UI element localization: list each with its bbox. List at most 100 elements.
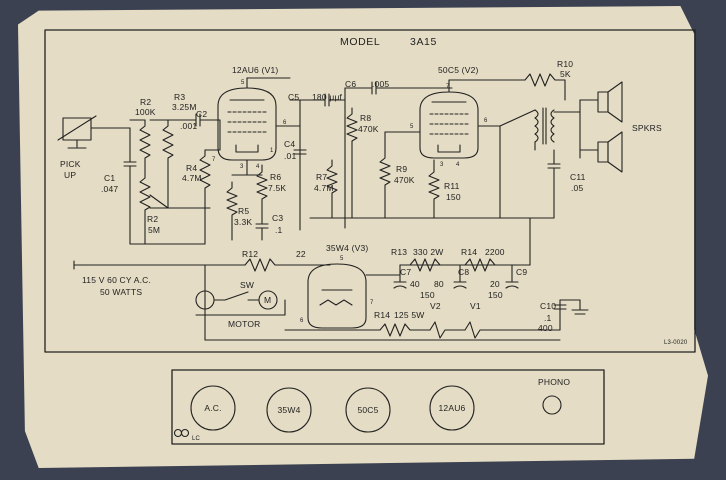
- c11-value: .05: [571, 183, 584, 193]
- model-label: MODEL: [340, 36, 381, 48]
- panel-tube-ac: A.C.: [204, 403, 222, 413]
- c1-value: .047: [101, 184, 119, 194]
- v3-tube: [307, 263, 367, 329]
- r10-label: R10: [557, 59, 574, 69]
- r4-resistor: [199, 149, 211, 245]
- c11-label: C11: [570, 172, 586, 182]
- r12-value: 22: [296, 249, 306, 259]
- heater-v2-icon: [429, 321, 466, 339]
- c9-capacitor: [505, 281, 519, 289]
- v3-pin-7: 7: [370, 300, 374, 306]
- r2-bot-value: 5M: [148, 225, 161, 235]
- v2-pin-7: 7: [446, 84, 450, 90]
- c4-label: C4: [284, 139, 296, 149]
- r13-value: 330 2W: [413, 247, 444, 257]
- switch-icon: [224, 291, 249, 301]
- c1-label: C1: [104, 173, 116, 183]
- v2-pin-6: 6: [484, 118, 488, 124]
- c9-voltage: 150: [488, 290, 503, 300]
- r2-top-resistor: [139, 119, 151, 163]
- c2-label: C2: [196, 109, 208, 119]
- c9-label: C9: [516, 267, 528, 277]
- layout-panel: [171, 369, 605, 445]
- r8-value: 470K: [358, 124, 379, 134]
- schematic-paper: [18, 6, 708, 468]
- c4-value: .01: [284, 151, 297, 161]
- c4-capacitor: [293, 149, 307, 155]
- r2-bot-label: R2: [147, 214, 159, 224]
- r10-value: 5K: [560, 69, 571, 79]
- r3-label: R3: [174, 92, 186, 102]
- c8-capacitor: [453, 281, 467, 289]
- r10-resistor: [524, 73, 566, 87]
- motor-m-label: M: [264, 295, 272, 305]
- c3-label: C3: [272, 213, 284, 223]
- speaker-icon-top: [597, 81, 623, 123]
- c10-label: C10: [540, 301, 557, 311]
- r14-125-resistor: [379, 323, 431, 337]
- phono-jack-icon: [542, 395, 562, 415]
- panel-tube-35w4: 35W4: [277, 405, 301, 415]
- r4-value: 4.7M: [182, 173, 202, 183]
- power-plug-icon: [73, 260, 81, 270]
- speaker-icon-bottom: [597, 131, 623, 173]
- r4-label: R4: [186, 163, 198, 173]
- r7-label: R7: [316, 172, 328, 182]
- r9-value: 470K: [394, 175, 415, 185]
- r12-resistor: [244, 258, 331, 272]
- catalog-number: L3-0020: [664, 340, 688, 346]
- r6-resistor: [256, 164, 268, 216]
- r9-resistor: [379, 151, 391, 219]
- c3-value: .1: [275, 225, 283, 235]
- v1-pin-3: 3: [240, 164, 244, 170]
- model-number: 3A15: [410, 36, 437, 48]
- r8-resistor: [346, 107, 358, 219]
- c11-capacitor: [547, 163, 561, 169]
- v2-pin-3: 3: [440, 162, 444, 168]
- panel-tube-50c5: 50C5: [357, 405, 379, 415]
- r7-resistor: [326, 159, 338, 219]
- r9-label: R9: [396, 164, 408, 174]
- schematic-border: [44, 29, 696, 353]
- r11-label: R11: [444, 181, 460, 191]
- r11-resistor: [428, 159, 440, 219]
- v1-pin-4: 4: [256, 164, 260, 170]
- c7-label: C7: [400, 267, 412, 277]
- c3-capacitor: [255, 223, 269, 229]
- c1-capacitor: [123, 161, 137, 167]
- c10-capacitor: [553, 304, 567, 310]
- c10-value: .1: [544, 313, 552, 323]
- v3-label: 35W4 (V3): [326, 243, 369, 253]
- c2-value: .001: [180, 121, 198, 131]
- r3-resistor: [149, 119, 174, 209]
- v1-pin-6: 6: [283, 120, 287, 126]
- power-label: 115 V 60 CY A.C.: [82, 275, 152, 285]
- pickup-icon: [57, 115, 97, 149]
- r14-125-value: 125 5W: [394, 310, 425, 320]
- v2-pin-4: 4: [456, 162, 460, 168]
- r14-125-label: R14: [374, 310, 391, 320]
- output-transformer: [534, 107, 555, 145]
- c9-value: 20: [490, 279, 500, 289]
- tube-socket-50c5: [345, 387, 391, 433]
- c7-value: 40: [410, 279, 420, 289]
- v1-pin-1: 1: [270, 148, 274, 154]
- ground-icon: [571, 299, 589, 315]
- v1-pin-7: 7: [212, 157, 216, 163]
- pickup-label-2: UP: [64, 170, 77, 180]
- r5-value: 3.3K: [234, 217, 253, 227]
- r11-value: 150: [446, 192, 461, 202]
- r3-value: 3.25M: [172, 102, 197, 112]
- c8-label: C8: [458, 267, 470, 277]
- v2-pin-5: 5: [410, 124, 414, 130]
- r6-value: 7.5K: [268, 183, 287, 193]
- v3-pin-6: 6: [300, 318, 304, 324]
- tube-socket-ac: [190, 385, 236, 431]
- r5-label: R5: [238, 206, 250, 216]
- r2-top-value: 100K: [135, 107, 156, 117]
- v3-pin-5: 5: [340, 256, 344, 262]
- tube-socket-12au6: [429, 385, 475, 431]
- lc-icon: [173, 428, 190, 438]
- c6-label: C6: [345, 79, 357, 89]
- panel-phono-label: PHONO: [538, 377, 571, 387]
